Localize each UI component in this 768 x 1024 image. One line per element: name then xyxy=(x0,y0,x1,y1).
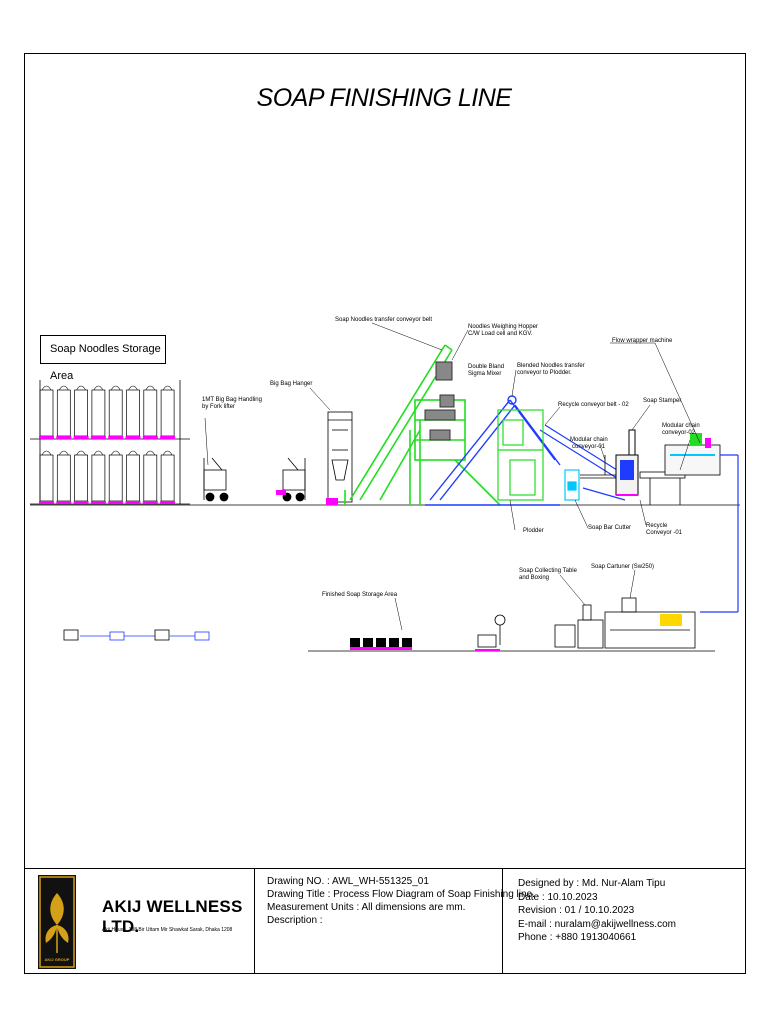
drawing-title: Drawing Title : Process Flow Diagram of … xyxy=(267,889,535,900)
company-address: Akij House, 198 Bir Uttam Mir Shawkat Sa… xyxy=(102,927,233,933)
title-block: AKIJ GROUP AKIJ WELLNESS LTD. Akij House… xyxy=(24,868,746,974)
label-sigma-mixer: Double Bland xyxy=(468,364,505,370)
label-recycle-01: Recycle xyxy=(646,523,668,529)
collecting-table xyxy=(554,604,604,649)
big-bag xyxy=(39,450,54,504)
forklift-1 xyxy=(203,457,229,502)
label-recycle-belt-02: Recycle conveyor belt - 02 xyxy=(558,402,629,408)
designer-phone: Phone : +880 1913040661 xyxy=(518,932,637,943)
label-recycle-01b: Conveyor -01 xyxy=(646,530,683,536)
label-bag-handling-2: by Fork lifter xyxy=(202,404,236,410)
label-collecting-table-2: and Boxing xyxy=(519,575,550,581)
drawing-number: Drawing NO. : AWL_WH-551325_01 xyxy=(267,876,429,887)
label-modular-chain-01: Modular chain xyxy=(570,437,608,443)
big-bag xyxy=(73,385,89,439)
label-cartoner: Soap Cartuner (Sw250) xyxy=(591,564,655,570)
plodder-machine xyxy=(497,409,544,501)
big-bags xyxy=(39,385,176,504)
soap-stamper xyxy=(615,429,639,496)
hand-pallet-truck xyxy=(475,614,506,651)
label-collecting-table: Soap Collecting Table xyxy=(519,568,577,574)
flow-wrapper xyxy=(664,433,739,613)
big-bag xyxy=(56,385,72,439)
big-bag xyxy=(142,385,158,439)
label-noodles-conveyor: Soap Noodles transfer conveyor belt xyxy=(335,317,433,323)
designer-section: Designed by : Md. Nur-Alam Tipu Date : 1… xyxy=(502,869,746,974)
label-flow-wrapper: Flow wrapper machine xyxy=(612,338,673,344)
label-modular-chain-02: Modular chain xyxy=(662,423,700,429)
big-bag xyxy=(56,450,72,504)
forklift-2 xyxy=(276,457,306,502)
weighing-hopper xyxy=(424,361,456,441)
label-weighing-hopper: Noodles Weighing Hopper xyxy=(468,324,538,330)
storage-rack xyxy=(30,380,190,505)
modular-chain-conveyor-01 xyxy=(580,455,626,501)
company-name: AKIJ WELLNESS LTD. xyxy=(102,897,243,936)
big-bag xyxy=(160,385,176,439)
label-weighing-hopper-2: C/W Load cell and KGV. xyxy=(468,331,533,337)
company-group-name: AKIJ GROUP xyxy=(44,957,70,962)
design-date: Date : 10.10.2023 xyxy=(518,891,598,903)
big-bag-hanger xyxy=(326,411,353,505)
big-bag xyxy=(73,450,89,504)
revision: Revision : 01 / 10.10.2023 xyxy=(518,905,635,916)
drawing-description: Description : xyxy=(267,915,323,926)
label-finished-storage: Finished Soap Storage Area xyxy=(322,592,398,598)
label-modular-chain-02b: conveyor-02 xyxy=(662,430,696,436)
big-bag xyxy=(108,385,124,439)
drawing-info-section: Drawing NO. : AWL_WH-551325_01 Drawing T… xyxy=(254,869,535,974)
bar-cutter xyxy=(564,469,580,501)
label-big-bag-hanger: Big Bag Hanger xyxy=(270,381,313,387)
big-bag xyxy=(160,450,176,504)
soap-cartoner xyxy=(604,597,696,649)
label-blended-conveyor-2: conveyor to Plodder. xyxy=(517,370,572,376)
label-bar-cutter: Soap Bar Cutter xyxy=(588,525,632,531)
storage-area-label: Soap Noodles Storage Area xyxy=(40,335,166,382)
modular-chain-conveyor-02 xyxy=(639,471,686,505)
big-bag xyxy=(125,450,141,504)
finished-soap-pallets xyxy=(350,638,412,650)
process-diagram xyxy=(30,322,740,652)
label-modular-chain-01b: conveyor-01 xyxy=(572,444,606,450)
company-section: AKIJ GROUP AKIJ WELLNESS LTD. Akij House… xyxy=(24,869,254,974)
big-bag xyxy=(125,385,141,439)
page-title: SOAP FINISHING LINE xyxy=(256,84,512,112)
leader-lines xyxy=(204,322,701,631)
label-plodder: Plodder xyxy=(523,528,544,534)
label-soap-stamper: Soap Stamper xyxy=(643,398,682,404)
label-sigma-mixer-2: Sigma Mixer xyxy=(468,371,502,377)
measurement-units: Measurement Units : All dimensions are m… xyxy=(267,902,466,913)
big-bag xyxy=(142,450,158,504)
label-blended-conveyor: Blended Noodles transfer xyxy=(517,363,585,369)
big-bag xyxy=(90,450,106,504)
big-bag xyxy=(108,450,124,504)
designed-by: Designed by : Md. Nur-Alam Tipu xyxy=(518,878,666,889)
flow-legend xyxy=(63,629,210,641)
company-logo: AKIJ GROUP xyxy=(38,875,76,969)
drawing-frame xyxy=(24,53,746,974)
big-bag xyxy=(39,385,54,439)
big-bag xyxy=(90,385,106,439)
label-bag-handling: 1MT Big Bag Handling xyxy=(202,397,262,403)
designer-email: E-mail : nuralam@akijwellness.com xyxy=(518,918,676,930)
recycle-conveyor-02 xyxy=(539,424,626,481)
